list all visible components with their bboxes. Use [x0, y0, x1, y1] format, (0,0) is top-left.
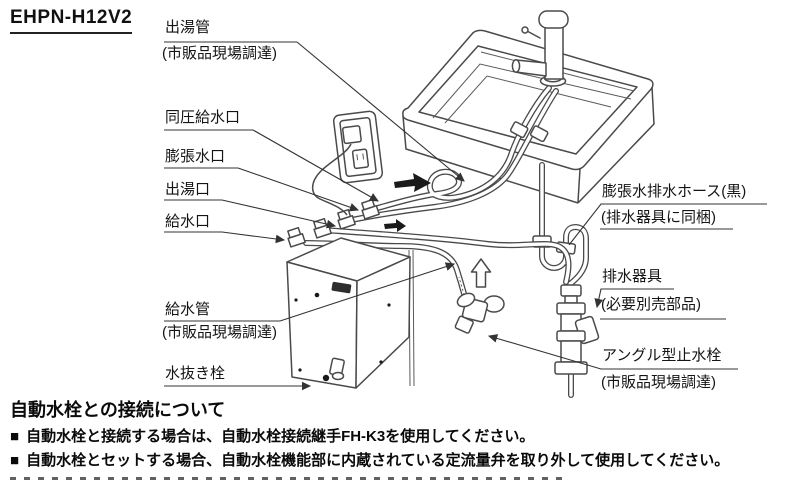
sink: [402, 29, 655, 204]
hot-water-hoses: [321, 85, 572, 285]
label-same-pressure-inlet: 同圧給水口: [165, 109, 241, 126]
clipped-text-line: [10, 477, 570, 482]
label-outlet-pipe-note: (市販品現場調達): [162, 45, 277, 62]
wall-outlet: [311, 110, 384, 216]
label-outlet-port: 出湯口: [165, 181, 211, 198]
leader-lines: [164, 41, 767, 391]
label-drain-fitting-note: (必要別売部品): [601, 296, 701, 313]
bullet-square-icon: ■: [10, 428, 20, 445]
label-angle-stop-valve-note: (市販品現場調達): [601, 374, 716, 391]
small-flow-arrow-icon: [384, 219, 406, 232]
up-flow-arrow-icon: [470, 258, 492, 288]
drain-fitting-unit: [554, 284, 600, 398]
label-angle-stop-valve: アングル型止水栓: [602, 347, 722, 364]
label-expansion-drain-hose: 膨張水排水ホース(黒): [602, 183, 747, 200]
note-item: ■ 自動水栓とセットする場合、自動水栓機能部に内蔵されている定流量弁を取り外して使…: [10, 449, 729, 470]
label-inlet-port: 給水口: [165, 213, 211, 230]
label-expansion-drain-hose-note: (排水器具に同梱): [601, 209, 716, 226]
label-outlet-pipe: 出湯管: [165, 19, 211, 36]
model-number: EHPN-H12V2: [10, 7, 133, 34]
notes-heading: 自動水栓との接続について: [10, 400, 226, 420]
note-text: 自動水栓と接続する場合は、自動水栓接続継手FH-K3を使用してください。: [26, 428, 535, 445]
note-text: 自動水栓とセットする場合、自動水栓機能部に内蔵されている定流量弁を取り外して使用…: [26, 452, 730, 469]
label-expansion-port: 膨張水口: [165, 148, 226, 165]
faucet: [511, 10, 569, 87]
note-item: ■ 自動水栓と接続する場合は、自動水栓接続継手FH-K3を使用してください。: [10, 425, 534, 446]
bullet-square-icon: ■: [10, 452, 20, 469]
power-cord: [311, 143, 352, 216]
label-supply-pipe-note: (市販品現場調達): [162, 324, 277, 341]
label-supply-pipe: 給水管: [165, 301, 211, 318]
flow-arrow-icon: [394, 173, 431, 192]
drain-plug: [322, 357, 345, 382]
p-trap: [532, 162, 589, 287]
water-heater-unit: [286, 237, 411, 389]
power-plug: [342, 125, 362, 145]
heater-port-fittings: [287, 198, 380, 248]
label-drain-fitting: 排水器具: [602, 268, 663, 285]
brand-badge: [331, 281, 352, 294]
label-drain-plug: 水抜き栓: [165, 365, 226, 382]
